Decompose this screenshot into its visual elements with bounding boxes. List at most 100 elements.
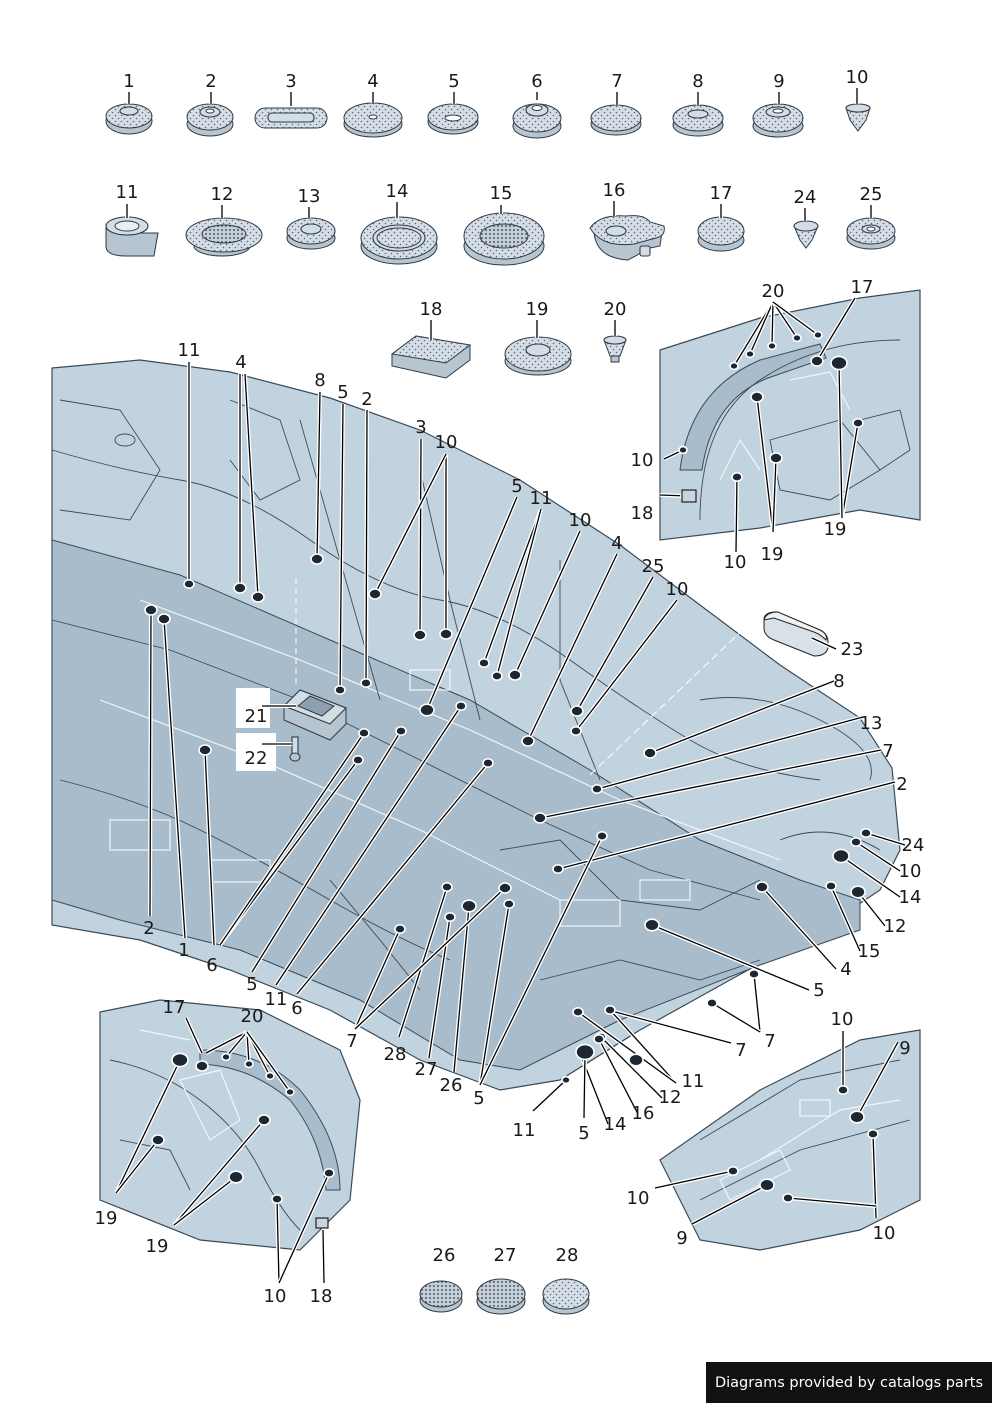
plug-position-marker	[198, 744, 212, 756]
pad-marker	[681, 489, 697, 503]
plug-position-marker	[244, 1059, 254, 1069]
label-main: 23	[841, 639, 864, 660]
label-main: 5	[246, 974, 257, 995]
plug-position-marker	[729, 361, 739, 371]
label-main: 8	[314, 370, 325, 391]
part-1-grommet	[105, 103, 153, 135]
plug-position-marker	[503, 898, 515, 909]
plug-position-marker	[591, 783, 603, 794]
label-main: 3	[415, 417, 426, 438]
part-14-grommet	[360, 216, 438, 265]
label-main: 11	[682, 1071, 705, 1092]
label-main: 7	[882, 741, 893, 762]
leader-lines	[114, 88, 906, 1284]
label-top-10: 10	[846, 67, 869, 88]
label-top-3: 3	[285, 71, 296, 92]
plug-position-marker	[455, 700, 467, 711]
label-inset-br: 9	[676, 1228, 687, 1249]
plug-position-marker	[439, 628, 453, 640]
plug-position-marker	[593, 1034, 605, 1045]
part-18-pad	[390, 335, 472, 379]
label-main: 4	[840, 959, 851, 980]
plug-position-marker	[334, 684, 346, 695]
part-24-clip	[793, 220, 819, 249]
plug-position-marker	[731, 471, 743, 482]
label-inset-tr: 19	[824, 519, 847, 540]
plug-position-marker	[596, 830, 608, 841]
plug-position-marker	[792, 333, 802, 343]
label-top-13: 13	[298, 186, 321, 207]
label-main: 12	[659, 1087, 682, 1108]
label-inset-br: 10	[873, 1223, 896, 1244]
plug-position-marker	[233, 582, 247, 594]
plug-position-marker	[419, 703, 435, 717]
label-main: 16	[632, 1103, 655, 1124]
label-main: 5	[337, 382, 348, 403]
plug-position-marker	[850, 836, 862, 847]
plug-position-marker	[552, 863, 564, 874]
label-top-1: 1	[123, 71, 134, 92]
inset-bottom-left-numbers: 17 20 19 19 10 18	[95, 997, 333, 1307]
top-part-numbers: 1 2 3 4 5 6 7 8 9 10 11 12 13 14 15 16 1…	[116, 67, 883, 320]
part-6-grommet	[512, 103, 562, 139]
plug-position-marker	[748, 968, 760, 979]
inset-bottom-right-numbers: 10 9 10 9 10	[627, 1009, 911, 1249]
label-main: 4	[611, 533, 622, 554]
plug-position-marker	[810, 355, 824, 367]
plug-position-marker	[228, 1170, 244, 1184]
plug-position-marker	[395, 725, 407, 736]
part-27-plug	[476, 1278, 526, 1315]
plug-position-marker	[521, 735, 535, 747]
plug-position-marker	[860, 827, 872, 838]
plug-position-marker	[265, 1071, 275, 1081]
part-23-pad	[763, 611, 829, 657]
label-main: 28	[384, 1044, 407, 1065]
plug-position-marker	[832, 848, 850, 864]
label-main: 14	[899, 887, 922, 908]
plug-position-marker	[251, 591, 265, 603]
label-main: 6	[206, 955, 217, 976]
plug-position-marker	[759, 1178, 775, 1192]
label-inset-br: 10	[831, 1009, 854, 1030]
label-inset-bl: 18	[310, 1286, 333, 1307]
plug-position-marker	[575, 1043, 595, 1061]
plug-position-marker	[782, 1193, 794, 1204]
label-top-18: 18	[420, 299, 443, 320]
label-main: 12	[884, 916, 907, 937]
plug-position-marker	[867, 1129, 879, 1140]
label-main: 11	[178, 340, 201, 361]
main-diagram-numbers: 11 4 8 5 2 3 10 5 11 10 4 25 10 23 8 13 …	[143, 340, 924, 1144]
pad-marker	[315, 1217, 329, 1229]
plug-position-marker	[678, 445, 688, 455]
label-main: 10	[435, 432, 458, 453]
bottom-part-numbers: 26 27 28	[433, 1245, 579, 1266]
label-top-15: 15	[490, 183, 513, 204]
part-5-grommet	[427, 103, 479, 135]
plug-position-marker	[813, 330, 823, 340]
plug-position-marker	[491, 670, 503, 681]
plug-position-marker	[257, 1114, 271, 1126]
label-main: 5	[578, 1123, 589, 1144]
part-9-grommet	[752, 103, 804, 138]
plug-position-marker	[604, 1004, 616, 1015]
label-inset-tr: 18	[631, 503, 654, 524]
plug-position-marker	[482, 757, 494, 768]
plug-position-marker	[769, 452, 783, 464]
plug-position-marker	[310, 553, 324, 565]
label-top-19: 19	[526, 299, 549, 320]
plug-position-marker	[478, 657, 490, 668]
part-4-grommet	[343, 102, 403, 138]
plug-position-marker	[352, 754, 364, 765]
plug-position-marker	[413, 629, 427, 641]
label-top-16: 16	[603, 180, 626, 201]
plug-position-marker	[358, 727, 370, 738]
plug-position-marker	[643, 747, 657, 759]
label-main: 13	[860, 713, 883, 734]
plug-position-marker	[849, 1110, 865, 1124]
plug-position-marker	[628, 1053, 644, 1067]
label-bottom-28: 28	[556, 1245, 579, 1266]
label-top-6: 6	[531, 71, 542, 92]
label-main: 7	[735, 1040, 746, 1061]
label-main: 21	[245, 706, 268, 727]
plug-position-marker	[271, 1194, 283, 1205]
